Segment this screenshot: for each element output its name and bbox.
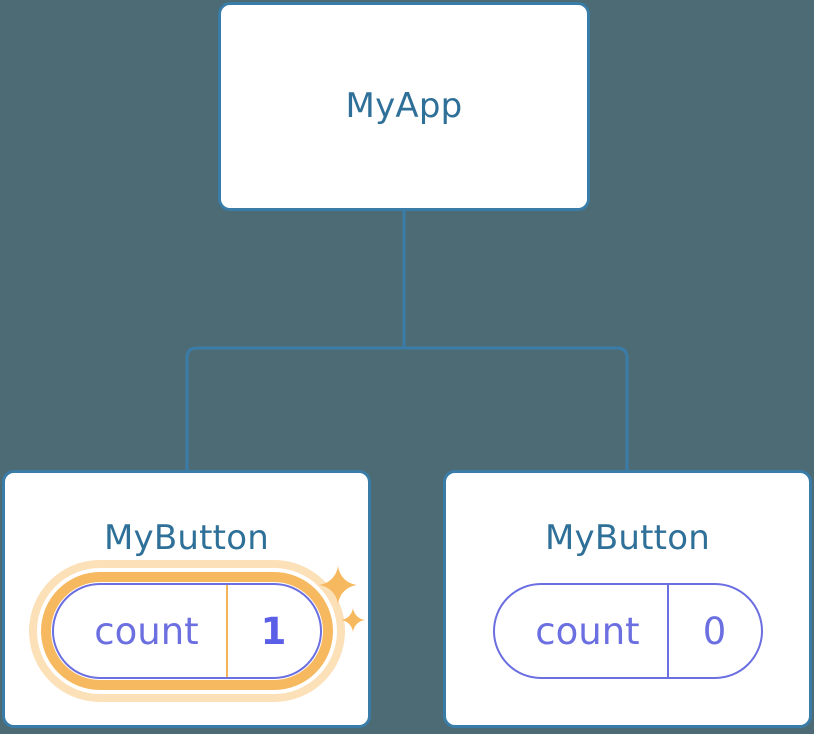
state-value-label: 1 xyxy=(260,609,287,653)
node-title-child-right: MyButton xyxy=(545,518,710,558)
node-title-wrap: MyButton xyxy=(545,521,710,555)
state-key-label: count xyxy=(535,609,640,653)
node-title-child-left: MyButton xyxy=(104,518,269,558)
state-pill-body[interactable]: count 0 xyxy=(492,583,763,679)
node-card-root[interactable]: MyApp xyxy=(218,2,590,211)
node-title-wrap: MyButton xyxy=(104,521,269,555)
state-pill-body[interactable]: count 1 xyxy=(51,583,322,679)
pill-divider xyxy=(225,585,228,677)
connector-branch-left xyxy=(185,346,404,470)
connector-branch-right xyxy=(404,346,629,470)
node-card-child-right[interactable]: MyButton count 0 xyxy=(443,470,812,728)
state-key-label: count xyxy=(94,609,199,653)
node-card-child-left[interactable]: MyButton count 1 xyxy=(2,470,371,728)
node-title-root: MyApp xyxy=(345,85,463,126)
state-pill-left[interactable]: count 1 xyxy=(28,560,365,702)
pill-divider xyxy=(666,585,669,677)
state-pill-right[interactable]: count 0 xyxy=(492,583,763,679)
highlight-ring xyxy=(40,572,333,690)
state-value-label: 0 xyxy=(702,609,727,653)
